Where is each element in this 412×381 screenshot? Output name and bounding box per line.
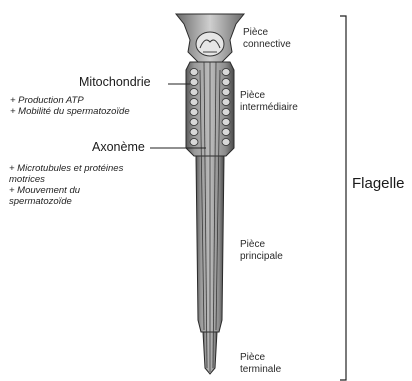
axoneme-note-3: + Mouvement du bbox=[9, 185, 123, 196]
piece-principale-label: Pièce principale bbox=[240, 239, 283, 263]
piece-connective-line2: connective bbox=[243, 39, 291, 51]
mitochondrie-note-2: + Mobilité du spermatozoïde bbox=[10, 106, 130, 117]
piece-connective-label: Pièce connective bbox=[243, 27, 291, 51]
mitochondrie-label: Mitochondrie bbox=[79, 75, 151, 89]
axoneme-note-1: + Microtubules et protéines bbox=[9, 163, 123, 174]
axoneme-note-4: spermatozoïde bbox=[9, 196, 123, 207]
piece-terminale-line2: terminale bbox=[240, 364, 281, 376]
axoneme-note-2: motrices bbox=[9, 174, 123, 185]
piece-terminale-line1: Pièce bbox=[240, 352, 281, 364]
piece-principale-line1: Pièce bbox=[240, 239, 283, 251]
piece-intermediaire-line2: intermédiaire bbox=[240, 102, 298, 114]
piece-intermediaire-label: Pièce intermédiaire bbox=[240, 90, 298, 114]
flagelle-bracket bbox=[340, 16, 346, 380]
mitochondrie-notes: + Production ATP + Mobilité du spermatoz… bbox=[10, 95, 130, 117]
flagelle-label: Flagelle bbox=[352, 175, 405, 192]
piece-principale-line2: principale bbox=[240, 251, 283, 263]
axoneme-notes: + Microtubules et protéines motrices + M… bbox=[9, 163, 123, 207]
piece-intermediaire-line1: Pièce bbox=[240, 90, 298, 102]
piece-terminale-label: Pièce terminale bbox=[240, 352, 281, 376]
axoneme-label: Axonème bbox=[92, 140, 145, 154]
piece-connective-line1: Pièce bbox=[243, 27, 291, 39]
mitochondrie-note-1: + Production ATP bbox=[10, 95, 130, 106]
